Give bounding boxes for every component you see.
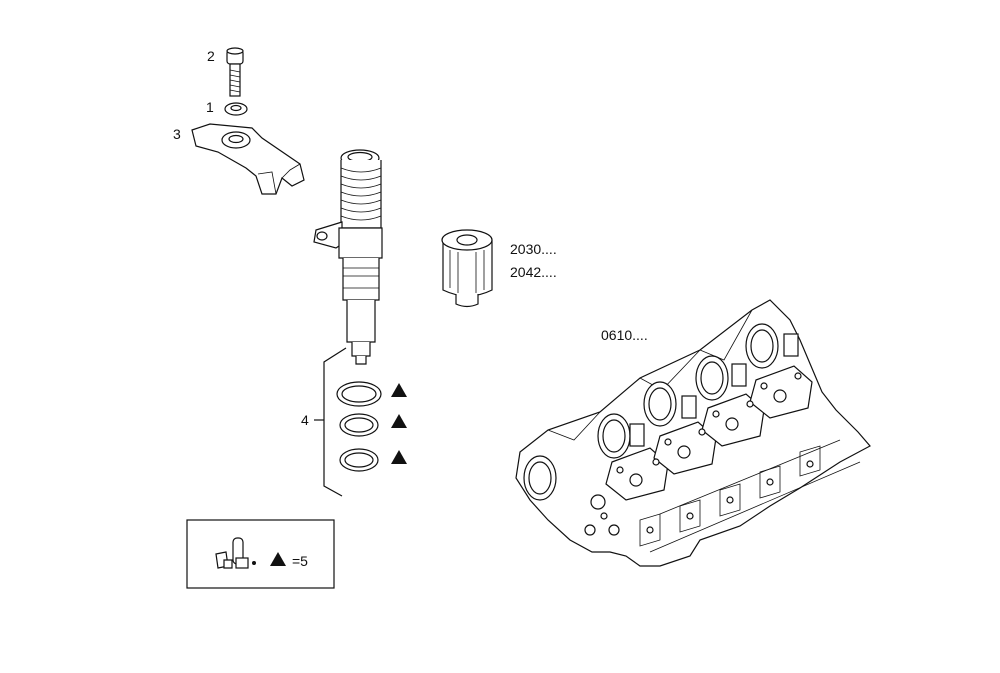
ref-filter-b: 2042.... [510, 264, 557, 280]
triangle-icon [391, 383, 407, 397]
o-ring-1[interactable] [336, 381, 382, 407]
seal-kit-bracket [314, 347, 347, 497]
callout-washer: 1 [206, 99, 214, 115]
triangle-icon [391, 414, 407, 428]
ref-filter-a: 2030.... [510, 241, 557, 257]
kit-parts-icon [215, 537, 256, 569]
o-ring-3[interactable] [339, 448, 379, 472]
filter-element-part[interactable] [441, 229, 493, 308]
washer-part[interactable] [224, 102, 248, 116]
callout-seal-kit: 4 [301, 412, 309, 428]
triangle-icon [391, 450, 407, 464]
legend-quantity: =5 [292, 553, 308, 569]
cylinder-head-part[interactable] [515, 299, 871, 567]
injector-part[interactable] [313, 149, 383, 365]
o-ring-2[interactable] [339, 413, 379, 437]
triangle-icon [270, 552, 286, 566]
ref-cylinder-head: 0610.... [601, 327, 648, 343]
screw-part[interactable] [226, 47, 244, 97]
legend-box [186, 519, 335, 589]
clamp-bracket-part[interactable] [191, 123, 305, 195]
callout-screw: 2 [207, 48, 215, 64]
callout-bracket: 3 [173, 126, 181, 142]
